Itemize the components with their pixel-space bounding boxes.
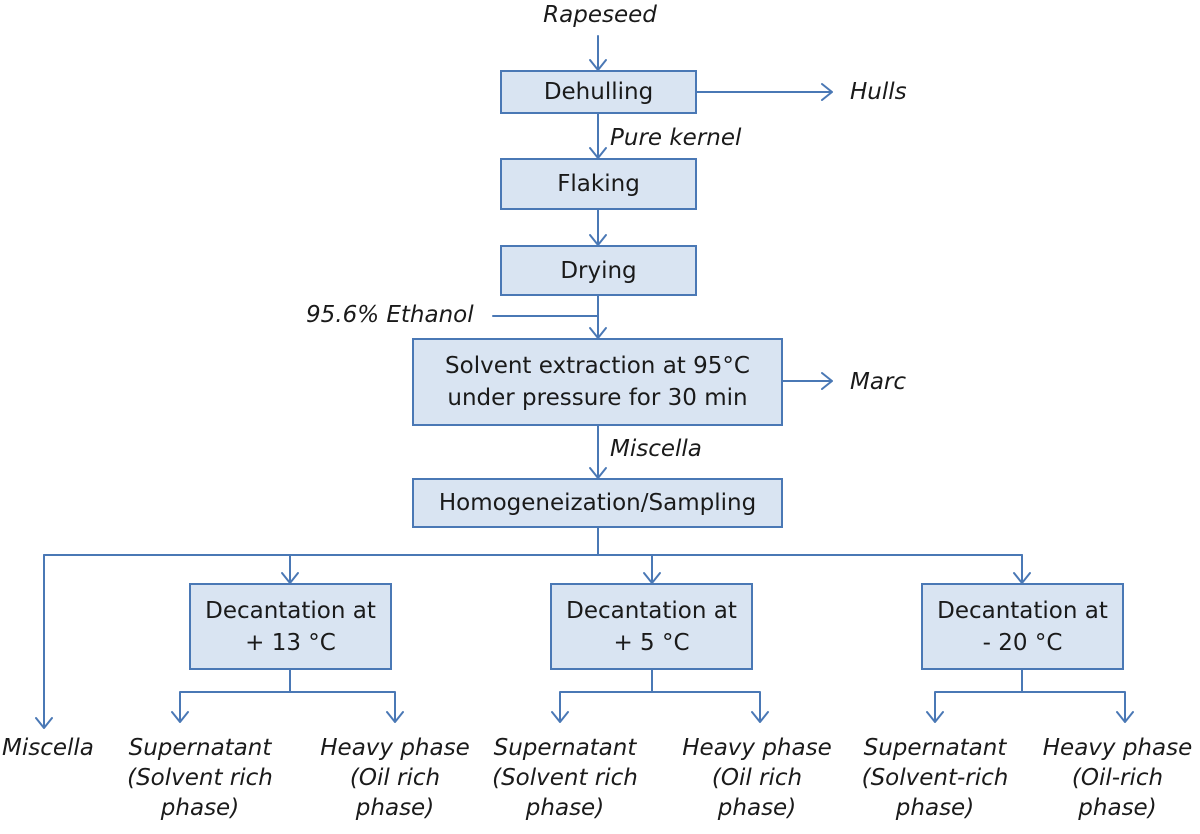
homogenization-box: Homogeneization/Sampling xyxy=(412,478,783,528)
arrow-to-decant-m20 xyxy=(1013,554,1031,584)
supernatant-m20-label: Supernatant (Solvent-rich phase) xyxy=(861,735,1009,821)
split-decant-5 xyxy=(551,669,769,723)
decantation-m20-box: Decantation at - 20 °C xyxy=(921,583,1124,670)
arrow-dehulling-to-flaking xyxy=(589,113,607,159)
pure-kernel-label: Pure kernel xyxy=(610,125,742,151)
arrow-extraction-to-homogenization xyxy=(589,425,607,479)
arrow-flaking-to-drying xyxy=(589,209,607,246)
heavy-phase-m20-label: Heavy phase (Oil-rich phase) xyxy=(1042,735,1193,821)
rapeseed-label: Rapeseed xyxy=(543,2,657,28)
decantation-13-box: Decantation at + 13 °C xyxy=(189,583,392,670)
heavy-phase-5-label: Heavy phase (Oil rich phase) xyxy=(682,735,832,821)
marc-label: Marc xyxy=(850,369,907,395)
drying-box: Drying xyxy=(500,245,697,296)
heavy-phase-13-label: Heavy phase (Oil rich phase) xyxy=(320,735,470,821)
split-decant-13 xyxy=(171,669,404,723)
hulls-label: Hulls xyxy=(850,79,907,105)
supernatant-5-label: Supernatant (Solvent rich phase) xyxy=(492,735,638,821)
split-decant-m20 xyxy=(926,669,1134,723)
ethanol-label: 95.6% Ethanol xyxy=(306,302,474,328)
arrow-dehulling-to-hulls xyxy=(696,83,833,101)
arrow-to-miscella xyxy=(35,554,53,729)
dehulling-box: Dehulling xyxy=(500,70,697,114)
arrow-extraction-to-marc xyxy=(782,372,833,390)
decantation-5-box: Decantation at + 5 °C xyxy=(550,583,753,670)
extraction-box: Solvent extraction at 95°C under pressur… xyxy=(412,338,783,426)
flaking-box: Flaking xyxy=(500,158,697,210)
supernatant-13-label: Supernatant (Solvent rich phase) xyxy=(127,735,273,821)
arrow-to-decant-13 xyxy=(281,554,299,584)
arrow-to-decant-5 xyxy=(643,554,661,584)
miscella-label-top: Miscella xyxy=(610,436,702,462)
arrow-rapeseed-to-dehulling xyxy=(589,35,607,71)
miscella-label-bottom: Miscella xyxy=(2,735,94,761)
split-bus xyxy=(43,527,1023,556)
